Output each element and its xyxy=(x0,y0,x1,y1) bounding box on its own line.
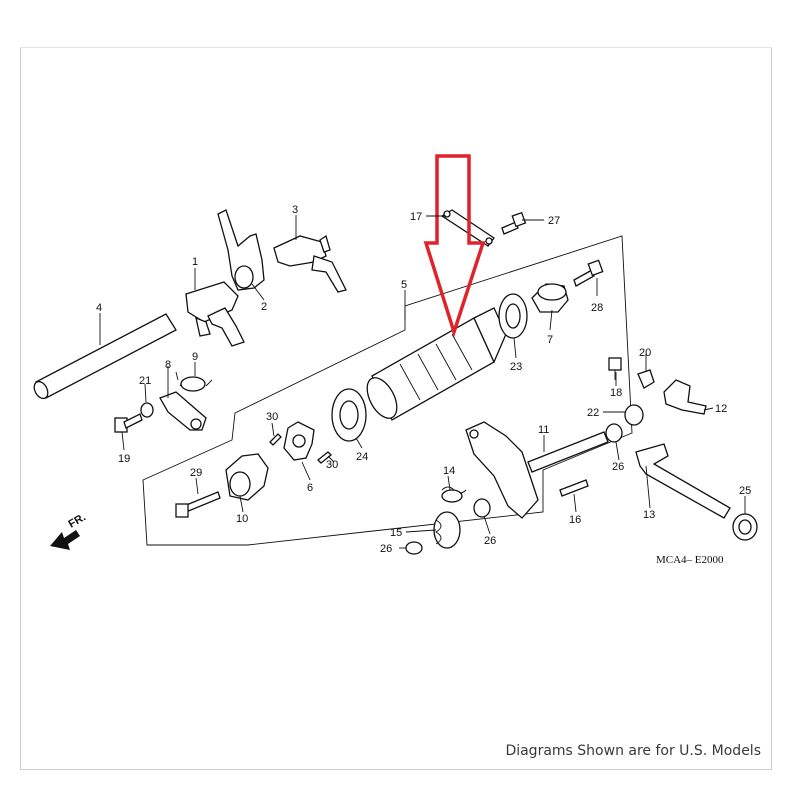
callout-22: 22 xyxy=(587,407,599,419)
callout-16: 16 xyxy=(569,514,581,526)
callout-4: 4 xyxy=(96,302,102,314)
callout-29: 29 xyxy=(190,467,202,479)
callout-14: 14 xyxy=(443,465,455,477)
callout-26-center: 26 xyxy=(484,535,496,547)
gearshift-drum xyxy=(366,307,507,421)
dowel-pin-upper xyxy=(269,433,282,446)
circlip-lower-left xyxy=(405,541,423,555)
bolt-27 xyxy=(501,211,527,235)
return-spring-15 xyxy=(433,511,461,549)
circlip-right xyxy=(605,423,623,443)
bolt-28 xyxy=(573,259,604,287)
callout-25: 25 xyxy=(739,485,751,497)
callout-12: 12 xyxy=(715,403,727,415)
shift-fork-shaft xyxy=(33,313,177,400)
bearing-lower xyxy=(331,388,367,442)
callout-30-upper: 30 xyxy=(266,411,278,423)
dowel-pin-lower xyxy=(317,451,332,464)
footer-note: Diagrams Shown are for U.S. Models xyxy=(505,743,761,759)
callout-17: 17 xyxy=(410,211,422,223)
direction-marker: FR. xyxy=(50,511,88,550)
gearshift-spindle xyxy=(465,421,609,519)
washer-22 xyxy=(624,404,644,426)
callout-26-left: 26 xyxy=(380,543,392,555)
callout-20: 20 xyxy=(639,347,651,359)
stud-16 xyxy=(559,479,589,497)
callout-11: 11 xyxy=(538,424,549,436)
stopper-spring xyxy=(175,371,213,392)
callout-28: 28 xyxy=(591,302,603,314)
circlip-center xyxy=(473,498,491,518)
callout-1: 1 xyxy=(192,256,198,268)
shift-fork-center xyxy=(185,281,245,347)
callout-labels: 1 2 3 4 5 6 7 8 9 10 11 12 13 14 15 16 1… xyxy=(96,204,751,555)
direction-label: FR. xyxy=(67,511,88,530)
washer-21 xyxy=(140,402,154,418)
return-spring-14 xyxy=(441,486,467,503)
drum-shifter xyxy=(283,421,315,461)
callout-27: 27 xyxy=(548,215,560,227)
callout-18: 18 xyxy=(610,387,622,399)
callout-2: 2 xyxy=(261,301,267,313)
callout-10: 10 xyxy=(236,513,248,525)
bolt-19 xyxy=(114,413,143,433)
pin-20 xyxy=(637,369,655,389)
front-arrow-icon xyxy=(50,530,80,550)
highlight-arrow xyxy=(423,154,486,338)
shift-arm-12 xyxy=(663,379,707,415)
callout-8: 8 xyxy=(165,359,171,371)
bearing-upper xyxy=(498,293,528,339)
callout-7: 7 xyxy=(547,334,553,346)
bolt-18 xyxy=(608,357,622,380)
callout-15: 15 xyxy=(390,527,402,539)
callout-13: 13 xyxy=(643,509,655,521)
gearshift-spindle-13 xyxy=(635,443,731,519)
leader-lines xyxy=(99,215,746,549)
drum-center xyxy=(531,283,569,313)
callout-23: 23 xyxy=(510,361,522,373)
callout-24: 24 xyxy=(356,451,368,463)
stopper-arm xyxy=(159,391,207,431)
shift-fork-right xyxy=(273,234,347,293)
callout-30-lower: 30 xyxy=(326,459,338,471)
callout-9: 9 xyxy=(192,351,198,363)
callout-5: 5 xyxy=(401,279,407,291)
oil-seal xyxy=(732,513,758,541)
gearshift-plate xyxy=(225,453,269,501)
bolt-29 xyxy=(175,491,221,518)
callout-19: 19 xyxy=(118,453,130,465)
callout-3: 3 xyxy=(292,204,298,216)
shift-fork-left xyxy=(217,209,265,291)
callout-6: 6 xyxy=(307,482,313,494)
callout-21: 21 xyxy=(139,375,151,387)
drawing-code: MCA4– E2000 xyxy=(656,554,724,566)
callout-26-right: 26 xyxy=(612,461,624,473)
